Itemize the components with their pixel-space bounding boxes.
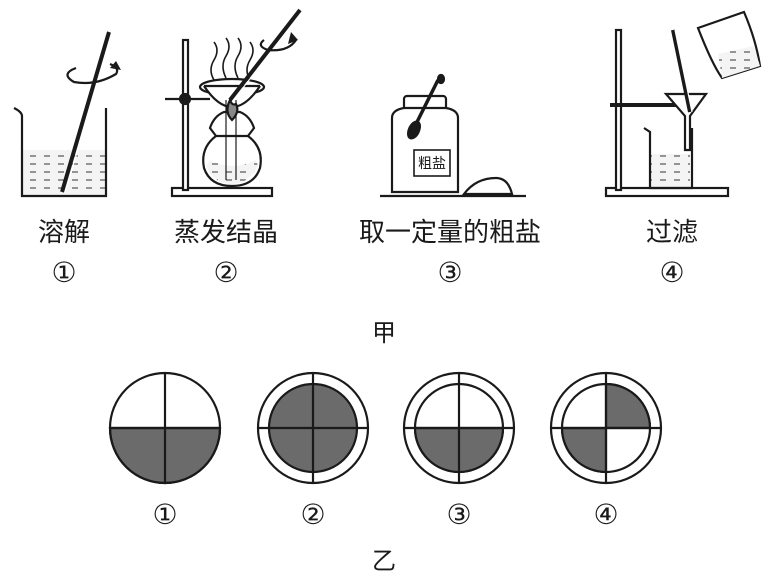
step-label-take-salt: 取一定量的粗盐 <box>358 218 542 248</box>
filter-paper-2 <box>256 371 370 485</box>
beaker <box>13 107 108 198</box>
figure-caption-jia: 甲 <box>372 319 396 347</box>
rotate-arrow-icon <box>66 62 119 85</box>
collecting-beaker <box>643 127 694 190</box>
step-label-evaporate: 蒸发结晶 <box>173 218 279 248</box>
filter-paper-1 <box>108 371 222 485</box>
glass-rod <box>228 8 303 103</box>
paper-number-1: ① <box>152 498 178 531</box>
pouring-beaker <box>696 10 762 80</box>
pouring-rod <box>671 29 693 113</box>
filtration-apparatus <box>604 10 762 198</box>
step-number-2: ② <box>213 256 239 289</box>
step-number-4: ④ <box>659 256 685 289</box>
filter-paper-4 <box>549 371 663 485</box>
paper-number-4: ④ <box>593 498 619 531</box>
reagent-jar <box>390 94 460 194</box>
funnel <box>663 92 709 152</box>
crude-salt-apparatus <box>380 73 526 198</box>
paper-number-3: ③ <box>446 498 472 531</box>
step-number-1: ① <box>51 256 77 289</box>
alcohol-lamp <box>202 97 262 188</box>
stirring-rod <box>60 31 113 194</box>
step-label-dissolve: 溶解 <box>37 218 91 248</box>
figure-caption-yi: 乙 <box>372 547 396 575</box>
evaporation-apparatus <box>165 8 303 198</box>
steam <box>210 37 254 81</box>
filter-paper-3 <box>402 371 516 485</box>
step-label-filter: 过滤 <box>645 218 699 248</box>
dissolve-apparatus <box>13 31 121 198</box>
salt-pile <box>461 176 514 196</box>
step-number-3: ③ <box>437 256 463 289</box>
paper-number-2: ② <box>300 498 326 531</box>
medicine-spoon <box>406 73 446 140</box>
rotate-arrow-icon <box>259 39 297 52</box>
jar-label-text: 粗盐 <box>418 156 446 172</box>
